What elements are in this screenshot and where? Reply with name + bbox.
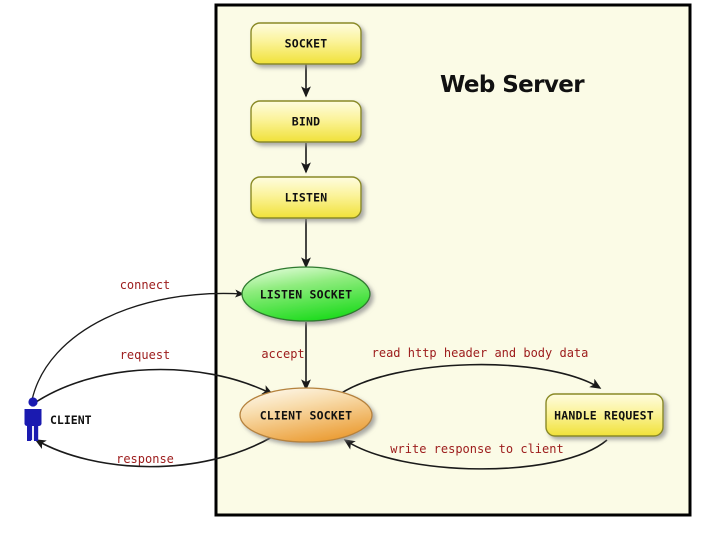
socket-box[interactable] xyxy=(250,22,362,65)
client-actor-label: CLIENT xyxy=(50,413,92,427)
node-client-socket[interactable]: CLIENT SOCKET xyxy=(239,387,373,443)
edge-label-write-response: write response to client xyxy=(390,442,563,456)
edge-label-read-http: read http header and body data xyxy=(372,346,589,360)
edge-label-accept: accept xyxy=(261,347,304,361)
handle-request-box[interactable] xyxy=(545,393,664,437)
node-bind[interactable]: BIND xyxy=(250,100,362,143)
bind-box[interactable] xyxy=(250,100,362,143)
client-actor[interactable]: CLIENT xyxy=(24,397,92,441)
bind-label: BIND xyxy=(292,115,321,129)
handle-request-label: HANDLE REQUEST xyxy=(554,409,654,423)
client-socket-ellipse[interactable] xyxy=(239,387,373,443)
node-listen[interactable]: LISTEN xyxy=(250,176,362,219)
node-handle-request[interactable]: HANDLE REQUEST xyxy=(545,393,664,437)
edge-label-response: response xyxy=(116,452,174,466)
edge-response xyxy=(34,436,273,468)
edge-read-http xyxy=(339,363,602,395)
edge-request xyxy=(32,368,274,405)
edge-connect xyxy=(31,289,245,401)
socket-label: SOCKET xyxy=(285,37,328,51)
person-icon xyxy=(24,397,42,441)
listen-socket-label: LISTEN SOCKET xyxy=(260,288,353,302)
edge-label-request: request xyxy=(120,348,171,362)
edge-label-connect: connect xyxy=(120,278,171,292)
page-title: Web Server xyxy=(440,72,585,98)
client-socket-label: CLIENT SOCKET xyxy=(260,409,353,423)
edge-write-response xyxy=(343,439,608,470)
node-listen-socket[interactable]: LISTEN SOCKET xyxy=(241,266,371,322)
listen-box[interactable] xyxy=(250,176,362,219)
listen-socket-ellipse[interactable] xyxy=(241,266,371,322)
listen-label: LISTEN xyxy=(285,191,328,205)
node-socket[interactable]: SOCKET xyxy=(250,22,362,65)
